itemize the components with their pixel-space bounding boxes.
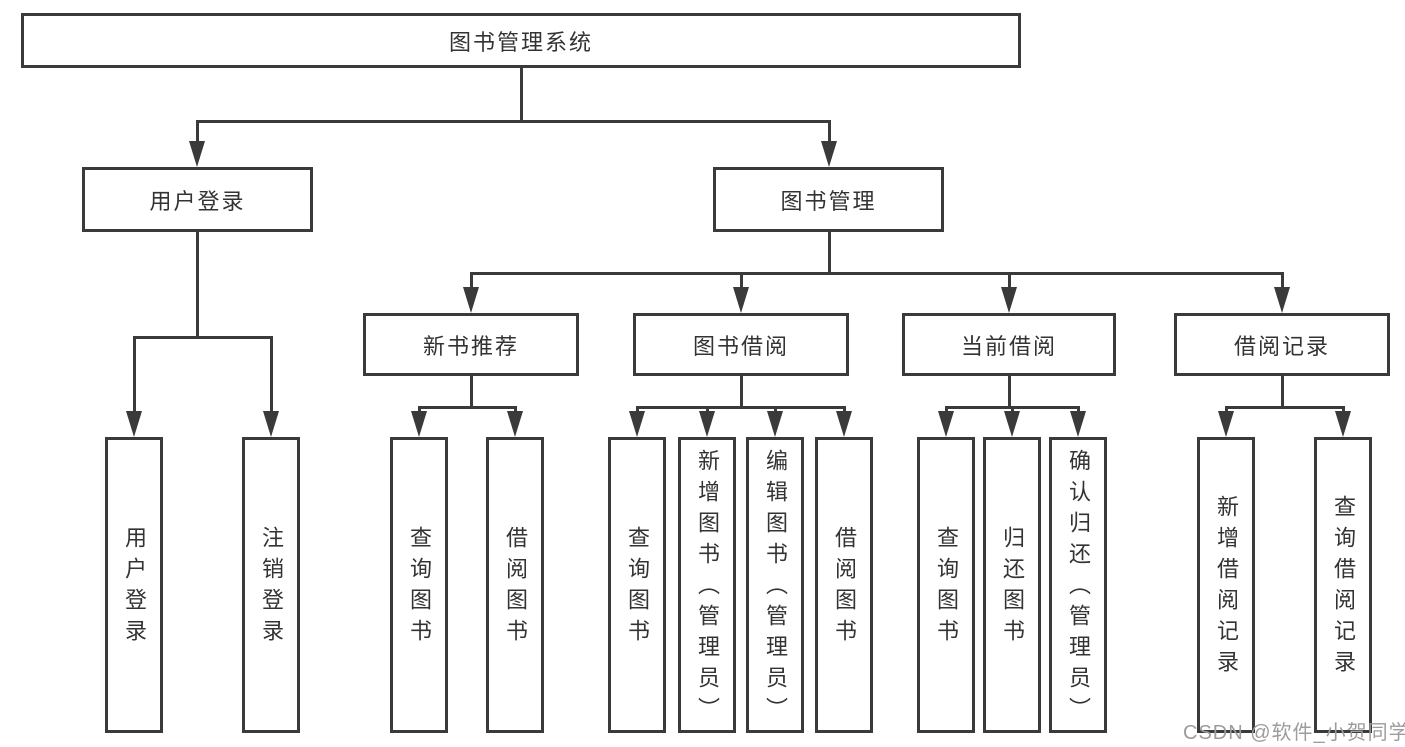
arrow-down-icon — [1274, 287, 1290, 313]
node-new-book-recommendation: 新书推荐 — [363, 313, 579, 376]
edge-drop-line — [470, 272, 473, 295]
arrow-down-icon — [629, 411, 645, 437]
watermark: CSDN @软件_小贺同学 — [1183, 722, 1405, 744]
node-borrow-books-recommendation: 借阅图书 — [486, 437, 544, 733]
arrow-down-icon — [1001, 287, 1017, 313]
node-query-books-current: 查询图书 — [917, 437, 975, 733]
edge-drop-line — [133, 336, 136, 419]
arrow-down-icon — [1070, 411, 1086, 437]
arrow-down-icon — [1004, 411, 1020, 437]
node-user-login: 用户登录 — [82, 167, 313, 232]
arrow-down-icon — [767, 411, 783, 437]
arrow-down-icon — [938, 411, 954, 437]
edge-drop-line — [1281, 272, 1284, 295]
arrow-down-icon — [263, 411, 279, 437]
edge-stem-line — [740, 376, 743, 409]
node-query-books-borrowing: 查询图书 — [608, 437, 666, 733]
edge-rail-line — [470, 272, 1284, 275]
node-user-login-leaf: 用户登录 — [105, 437, 163, 733]
edge-stem-line — [196, 232, 199, 339]
node-return-books: 归还图书 — [983, 437, 1041, 733]
node-book-management: 图书管理 — [713, 167, 944, 232]
arrow-down-icon — [1335, 411, 1351, 437]
node-confirm-return-admin: 确认归还（管理员） — [1049, 437, 1107, 733]
edge-rail-line — [133, 336, 273, 339]
node-query-borrow-record: 查询借阅记录 — [1314, 437, 1372, 733]
node-query-books-recommendation: 查询图书 — [390, 437, 448, 733]
arrow-down-icon — [821, 141, 837, 167]
node-edit-books-admin: 编辑图书（管理员） — [746, 437, 804, 733]
node-add-borrow-record: 新增借阅记录 — [1197, 437, 1255, 733]
edge-rail-line — [636, 406, 846, 409]
edge-drop-line — [270, 336, 273, 419]
arrow-down-icon — [699, 411, 715, 437]
arrow-down-icon — [836, 411, 852, 437]
arrow-down-icon — [463, 287, 479, 313]
edge-rail-line — [418, 406, 517, 409]
node-borrow-books: 借阅图书 — [815, 437, 873, 733]
arrow-down-icon — [733, 287, 749, 313]
edge-drop-line — [740, 272, 743, 295]
edge-drop-line — [828, 120, 831, 149]
arrow-down-icon — [411, 411, 427, 437]
node-borrowing-records: 借阅记录 — [1174, 313, 1390, 376]
arrow-down-icon — [126, 411, 142, 437]
edge-drop-line — [196, 120, 199, 149]
node-current-borrowing: 当前借阅 — [902, 313, 1116, 376]
edge-rail-line — [1225, 406, 1345, 409]
arrow-down-icon — [507, 411, 523, 437]
edge-stem-line — [828, 232, 831, 275]
edge-rail-line — [196, 120, 831, 123]
node-add-books-admin: 新增图书（管理员） — [678, 437, 736, 733]
node-book-borrowing: 图书借阅 — [633, 313, 849, 376]
arrow-down-icon — [1218, 411, 1234, 437]
edge-stem-line — [470, 376, 473, 409]
node-library-management-system: 图书管理系统 — [21, 13, 1021, 68]
edge-stem-line — [520, 68, 523, 123]
arrow-down-icon — [189, 141, 205, 167]
edge-stem-line — [1281, 376, 1284, 409]
node-logout: 注销登录 — [242, 437, 300, 733]
edge-stem-line — [1008, 376, 1011, 409]
edge-drop-line — [1008, 272, 1011, 295]
